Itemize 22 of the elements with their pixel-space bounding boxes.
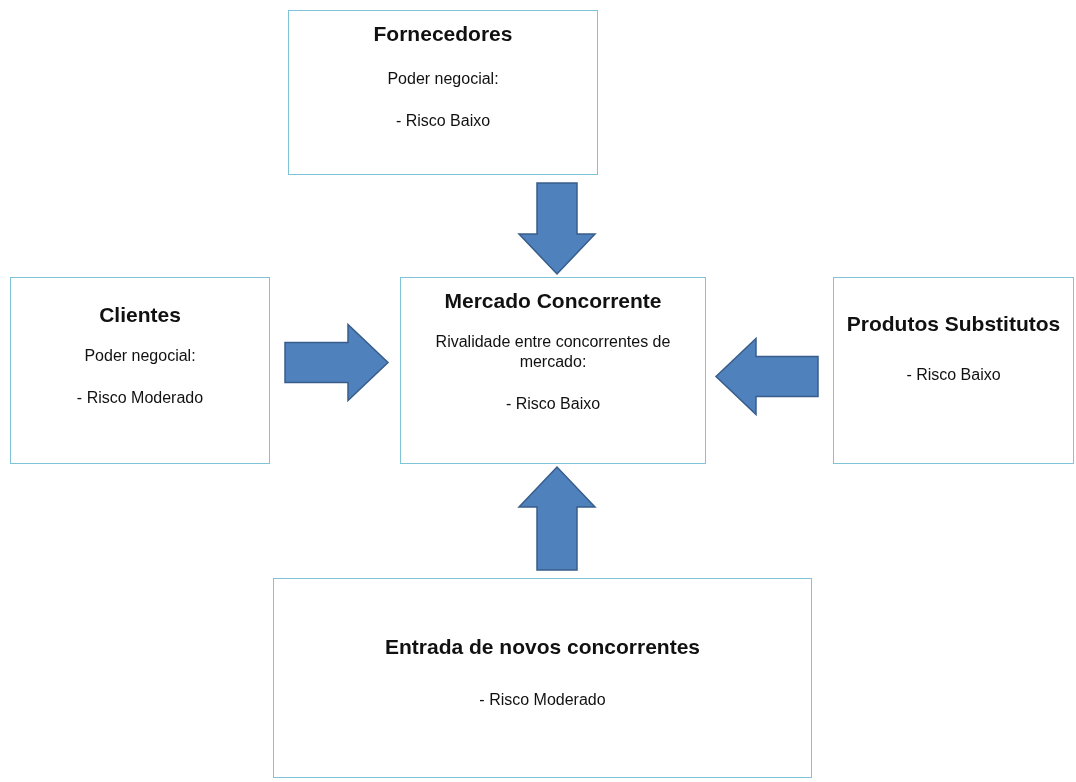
block-arrow (517, 465, 597, 571)
body-text: Poder negocial: (84, 346, 196, 367)
heading: Mercado Concorrente (444, 288, 662, 314)
body-text: - Risco Baixo (906, 365, 1001, 386)
heading: Fornecedores (373, 21, 513, 47)
body-text: - Risco Moderado (76, 388, 204, 409)
body-text: - Risco Baixo (505, 394, 601, 415)
text-box (288, 10, 598, 175)
body-text: Poder negocial: (387, 69, 499, 90)
body-text: Rivalidade entre concorrentes de mercado: (434, 332, 672, 373)
block-arrow (517, 182, 597, 276)
block-arrow (714, 336, 819, 417)
heading: Produtos Substitutos (846, 311, 1061, 337)
text-box (833, 277, 1074, 464)
heading: Entrada de novos concorrentes (384, 634, 701, 660)
text-box (273, 578, 812, 778)
heading: Clientes (99, 302, 181, 328)
body-text: - Risco Moderado (479, 690, 606, 711)
block-arrow (284, 322, 390, 403)
text-box (10, 277, 270, 464)
body-text: - Risco Baixo (395, 111, 491, 132)
text-box (400, 277, 706, 464)
